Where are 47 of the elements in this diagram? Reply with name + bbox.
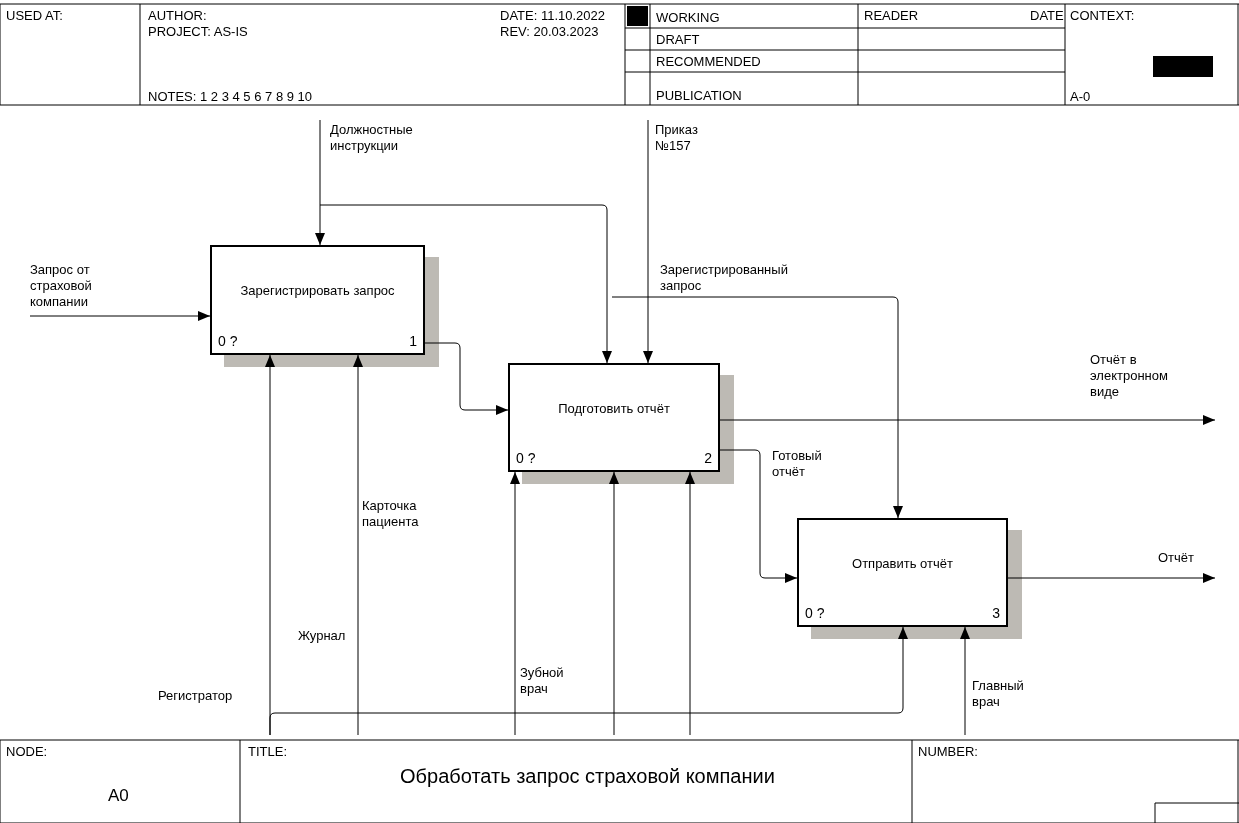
arrow bbox=[609, 471, 619, 736]
frame-label: AUTHOR: bbox=[148, 8, 207, 24]
arrow bbox=[319, 204, 612, 364]
frame-label: NOTES: 1 2 3 4 5 6 7 8 9 10 bbox=[148, 89, 313, 105]
frame-label: USED AT: bbox=[6, 8, 63, 24]
frame-label: NODE: bbox=[6, 744, 48, 760]
frame-label: A-0 bbox=[1070, 89, 1091, 105]
arrow bbox=[353, 354, 363, 736]
frame-label: TITLE: bbox=[248, 744, 287, 760]
status-label: WORKING bbox=[656, 10, 720, 26]
arrow bbox=[685, 471, 695, 736]
arrow bbox=[29, 311, 211, 321]
frame-label: PROJECT: AS-IS bbox=[148, 24, 248, 40]
arrow bbox=[424, 342, 509, 415]
box-number: 3 bbox=[992, 605, 1000, 621]
box-number: 1 bbox=[409, 333, 417, 349]
process-name: Зарегистрировать запрос bbox=[239, 283, 396, 298]
status-label: PUBLICATION bbox=[656, 88, 742, 104]
frame-label: DATE bbox=[1030, 8, 1064, 24]
frame-label: REV: 20.03.2023 bbox=[500, 24, 599, 40]
box-corner-label: 0 ? bbox=[805, 605, 825, 621]
arrow bbox=[269, 626, 908, 736]
arrow-label: Журнал bbox=[298, 628, 346, 644]
arrow bbox=[719, 415, 1216, 425]
arrow bbox=[510, 471, 520, 736]
process-box bbox=[210, 245, 425, 355]
frame-label: DATE: 11.10.2022 bbox=[500, 8, 606, 24]
arrow bbox=[960, 626, 970, 736]
process-box bbox=[797, 518, 1008, 627]
arrow bbox=[315, 119, 325, 246]
process-name: Отправить отчёт bbox=[851, 556, 954, 571]
box-corner-label: 0 ? bbox=[516, 450, 536, 466]
arrow bbox=[611, 296, 903, 519]
status-label: RECOMMENDED bbox=[656, 54, 761, 70]
box-number: 2 bbox=[704, 450, 712, 466]
arrow bbox=[1007, 573, 1216, 583]
node-number: A0 bbox=[108, 786, 129, 806]
frame-label: READER bbox=[864, 8, 919, 24]
arrow bbox=[643, 119, 653, 364]
process-box bbox=[508, 363, 720, 472]
frame-label: NUMBER: bbox=[918, 744, 978, 760]
process-name: Подготовить отчёт bbox=[557, 401, 671, 416]
diagram-title: Обработать запрос страховой компании bbox=[400, 764, 775, 788]
frame-label: CONTEXT: bbox=[1070, 8, 1135, 24]
arrow bbox=[719, 449, 798, 583]
status-label: DRAFT bbox=[656, 32, 700, 48]
box-corner-label: 0 ? bbox=[218, 333, 238, 349]
